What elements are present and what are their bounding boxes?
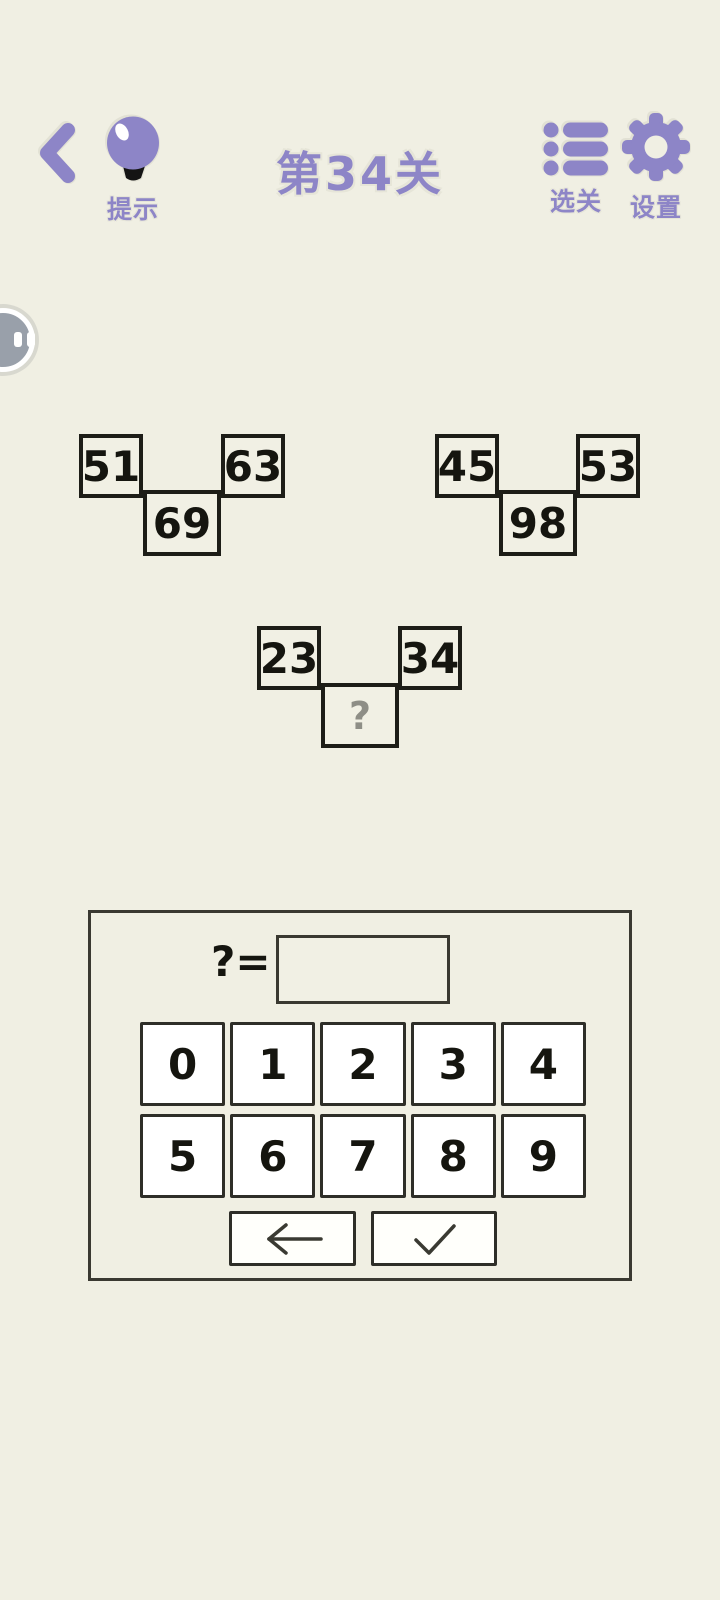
answer-input[interactable] — [276, 935, 450, 1004]
keypad-panel: ?= 0 1 2 3 4 5 6 7 8 9 — [88, 910, 632, 1281]
level-select-button[interactable]: 选关 — [543, 122, 609, 218]
keypad-actions — [229, 1211, 497, 1266]
back-chevron-icon — [40, 123, 75, 183]
level-list-icon — [543, 122, 608, 176]
key-2[interactable]: 2 — [320, 1022, 406, 1106]
backspace-button[interactable] — [229, 1211, 356, 1266]
key-0[interactable]: 0 — [140, 1022, 226, 1106]
puzzle-tile: 45 — [435, 434, 499, 498]
answer-prompt: ?= — [211, 937, 271, 986]
hint-label: 提示 — [106, 195, 159, 224]
level-select-label: 选关 — [549, 187, 602, 216]
puzzle-tile: 53 — [576, 434, 640, 498]
page-title: 第34关 — [275, 147, 444, 201]
key-1[interactable]: 1 — [230, 1022, 316, 1106]
checkmark-icon — [414, 1223, 456, 1255]
lightbulb-icon — [107, 116, 159, 181]
puzzle-tile: 51 — [79, 434, 143, 498]
key-9[interactable]: 9 — [500, 1114, 587, 1198]
pause-icon — [14, 332, 35, 347]
back-button[interactable] — [36, 122, 80, 188]
hint-button[interactable]: 提示 — [103, 116, 163, 226]
settings-button[interactable]: 设置 — [620, 112, 692, 224]
key-6[interactable]: 6 — [230, 1114, 316, 1198]
keys-row-1: 0 1 2 3 4 — [140, 1022, 587, 1106]
key-7[interactable]: 7 — [320, 1114, 406, 1198]
pause-button[interactable] — [0, 308, 35, 372]
key-3[interactable]: 3 — [410, 1022, 496, 1106]
confirm-button[interactable] — [371, 1211, 497, 1266]
gear-icon — [622, 113, 690, 181]
settings-label: 设置 — [629, 193, 682, 222]
key-8[interactable]: 8 — [410, 1114, 496, 1198]
puzzle-tile: 23 — [257, 626, 321, 690]
left-arrow-icon — [266, 1222, 323, 1255]
keys-row-2: 5 6 7 8 9 — [140, 1114, 587, 1198]
key-5[interactable]: 5 — [140, 1114, 226, 1198]
puzzle-tile-question: ? — [321, 683, 399, 748]
puzzle-tile: 98 — [499, 490, 577, 556]
puzzle-tile: 34 — [398, 626, 462, 690]
puzzle-tile: 63 — [221, 434, 285, 498]
puzzle-tile: 69 — [143, 490, 221, 556]
key-4[interactable]: 4 — [500, 1022, 587, 1106]
